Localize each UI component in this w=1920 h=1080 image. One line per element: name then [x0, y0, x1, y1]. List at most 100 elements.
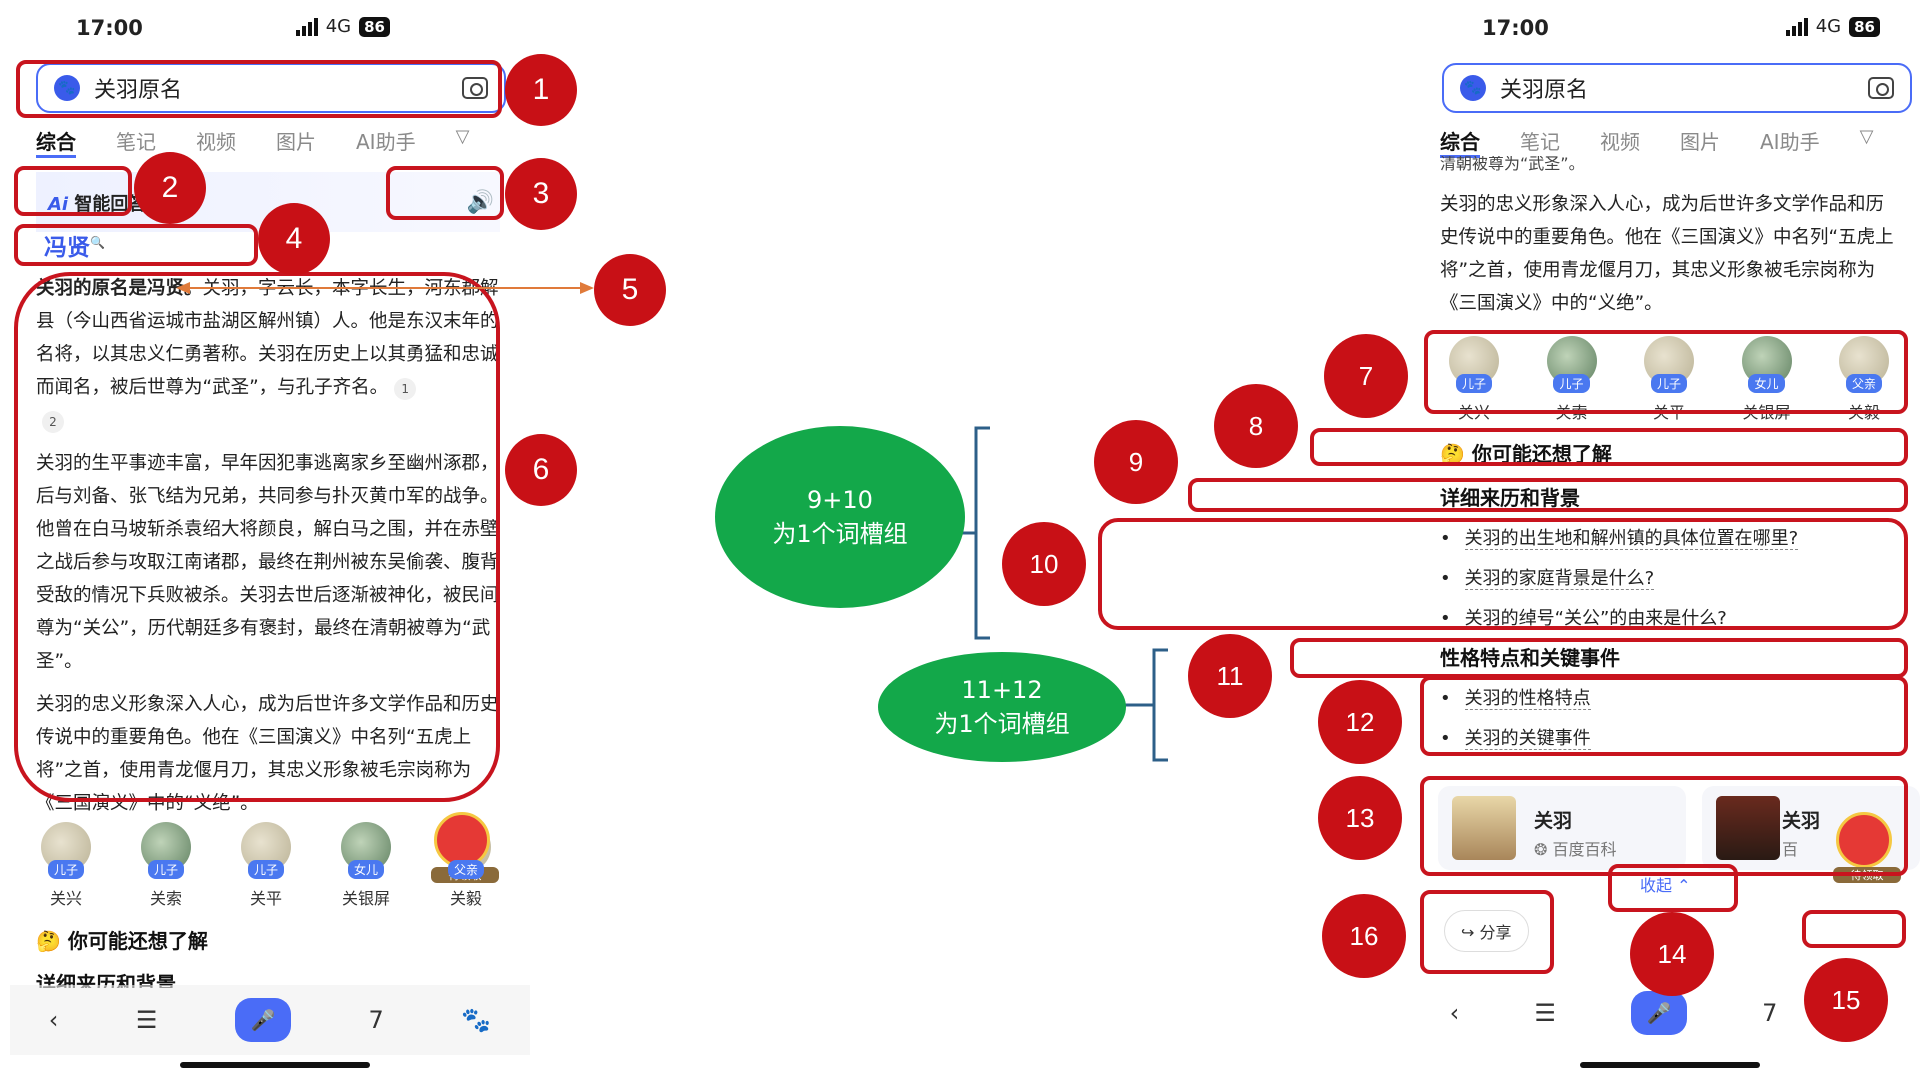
annotation-box-15 — [1802, 910, 1906, 948]
tab-notes[interactable]: 笔记 — [116, 130, 156, 154]
baidu-home-icon[interactable]: 🐾 — [461, 1006, 492, 1034]
home-indicator — [180, 1062, 370, 1068]
bottom-nav: ‹ ☰ 🎤 7 🐾 — [10, 985, 530, 1055]
baike-card[interactable]: 关羽 ❂ 百度百科 — [1438, 786, 1686, 870]
suggested-question[interactable]: 关羽的绰号“关公”的由来是什么? — [1440, 604, 1798, 630]
network-type: 4G — [1815, 16, 1842, 37]
annotation-number-4: 4 — [258, 203, 330, 275]
question-list-1: 关羽的出生地和解州镇的具体位置在哪里? 关羽的家庭背景是什么? 关羽的绰号“关公… — [1440, 524, 1799, 644]
answer-keyword[interactable]: 冯贤🔍 — [44, 235, 105, 261]
baidu-paw-icon: 🐾 — [1460, 75, 1486, 101]
annotation-number-13: 13 — [1318, 776, 1402, 860]
annotation-number-6: 6 — [505, 434, 577, 506]
annotation-box-12 — [1420, 676, 1908, 756]
annotation-box-1 — [16, 60, 502, 118]
annotation-number-1: 1 — [505, 54, 577, 126]
speaker-icon[interactable]: 🔊 — [466, 190, 494, 215]
search-small-icon: 🔍 — [90, 235, 105, 250]
tab-comprehensive[interactable]: 综合 — [1440, 126, 1480, 158]
filter-icon[interactable]: ▽ — [1859, 126, 1874, 147]
camera-icon[interactable] — [462, 77, 488, 99]
annotation-box-2 — [14, 166, 132, 216]
relative-item[interactable]: 女儿关银屏 — [326, 822, 406, 909]
citation-1[interactable]: 1 — [394, 378, 417, 400]
back-icon[interactable]: ‹ — [1449, 999, 1460, 1027]
guanyu-portrait-image — [1452, 796, 1516, 860]
tab-count-icon[interactable]: 7 — [1762, 999, 1778, 1027]
annotation-box-3 — [386, 166, 504, 220]
right-phone-screen: 17:00 4G 86 🐾 关羽原名 综合 笔记 视频 图片 AI助手 ▽ 清朝… — [1412, 0, 1920, 1080]
tab-images[interactable]: 图片 — [276, 130, 316, 154]
relative-item[interactable]: 儿子关兴 — [26, 822, 106, 909]
citation-2[interactable]: 2 — [42, 411, 64, 433]
relative-item[interactable]: 女儿关银屏 — [1727, 336, 1807, 423]
signal-icon — [295, 17, 318, 36]
suggested-question[interactable]: 关羽的家庭背景是什么? — [1440, 564, 1798, 590]
tab-notes[interactable]: 笔记 — [1520, 130, 1560, 154]
relatives-row: 儿子关兴 儿子关索 儿子关平 女儿关银屏 父亲关毅 — [1434, 336, 1904, 423]
suggested-question[interactable]: 关羽的关键事件 — [1440, 724, 1591, 750]
menu-icon[interactable]: ☰ — [1534, 999, 1556, 1027]
tab-video[interactable]: 视频 — [196, 130, 236, 154]
annotation-number-10: 10 — [1002, 522, 1086, 606]
collapse-button[interactable]: 收起 ⌃ — [1640, 876, 1691, 895]
annotation-number-11: 11 — [1188, 634, 1272, 718]
annotation-number-9: 9 — [1094, 420, 1178, 504]
voice-input-button[interactable]: 🎤 — [1630, 991, 1687, 1035]
ai-answer-text: 关羽的原名是冯贤。关羽，字云长，本字长生，河东郡解县（今山西省运城市盐湖区解州镇… — [36, 272, 506, 830]
section-title-history: 详细来历和背景 — [1440, 486, 1580, 510]
menu-icon[interactable]: ☰ — [135, 1006, 158, 1034]
annotation-number-7: 7 — [1324, 334, 1408, 418]
voice-input-button[interactable]: 🎤 — [234, 998, 291, 1042]
annotation-number-3: 3 — [505, 158, 577, 230]
answer-paragraph-1: 关羽，字云长，本字长生，河东郡解县（今山西省运城市盐湖区解州镇）人。他是东汉末年… — [36, 278, 499, 398]
share-button[interactable]: ↪ 分享 — [1444, 910, 1529, 952]
section-title-traits: 性格特点和关键事件 — [1440, 646, 1620, 670]
relative-item[interactable]: 儿子关索 — [126, 822, 206, 909]
question-list-2: 关羽的性格特点 关羽的关键事件 — [1440, 684, 1591, 764]
annotation-number-14: 14 — [1630, 912, 1714, 996]
annotation-box-9 — [1188, 478, 1908, 512]
relative-item[interactable]: 儿子关平 — [226, 822, 306, 909]
answer-cut-line: 清朝被尊为“武圣”。 — [1440, 156, 1585, 172]
back-icon[interactable]: ‹ — [48, 1006, 59, 1034]
relative-item[interactable]: 儿子关兴 — [1434, 336, 1514, 423]
search-tabs: 综合 笔记 视频 图片 AI助手 ▽ — [36, 126, 510, 166]
relative-item[interactable]: 儿子关索 — [1532, 336, 1612, 423]
relative-item[interactable]: 儿子关平 — [1629, 336, 1709, 423]
guanyu-still-image — [1716, 796, 1780, 860]
annotation-number-5: 5 — [594, 254, 666, 326]
status-bar: 17:00 4G 86 — [1412, 12, 1920, 48]
tab-images[interactable]: 图片 — [1680, 130, 1720, 154]
tab-comprehensive[interactable]: 综合 — [36, 126, 76, 158]
answer-paragraph-2: 关羽的生平事迹丰富，早年因犯事逃离家乡至幽州涿郡，后与刘备、张飞结为兄弟，共同参… — [36, 453, 499, 672]
suggested-question[interactable]: 关羽的性格特点 — [1440, 684, 1591, 710]
tab-video[interactable]: 视频 — [1600, 130, 1640, 154]
filter-icon[interactable]: ▽ — [455, 126, 470, 147]
annotation-number-2: 2 — [134, 152, 206, 224]
camera-icon[interactable] — [1868, 77, 1894, 99]
baike-icon: ❂ — [1534, 840, 1553, 859]
annotation-box-4 — [14, 224, 258, 266]
relative-item[interactable]: 父亲关毅 — [1824, 336, 1904, 423]
tab-ai-assistant[interactable]: AI助手 — [356, 130, 416, 154]
annotation-number-8: 8 — [1214, 384, 1298, 468]
battery-level: 86 — [1849, 16, 1880, 37]
search-query-text: 关羽原名 — [1500, 78, 1589, 103]
signal-icon — [1785, 17, 1808, 36]
search-input[interactable]: 🐾 关羽原名 — [1442, 63, 1912, 113]
tab-ai-assistant[interactable]: AI助手 — [1760, 130, 1820, 154]
annotation-box-10 — [1098, 518, 1908, 630]
annotation-box-13 — [1420, 776, 1908, 876]
status-time: 17:00 — [76, 16, 143, 40]
bottom-nav: ‹ ☰ 🎤 7 🐾 — [1412, 978, 1920, 1048]
tab-count-icon[interactable]: 7 — [368, 1006, 384, 1034]
annotation-box-11 — [1290, 638, 1908, 678]
suggested-question[interactable]: 关羽的出生地和解州镇的具体位置在哪里? — [1440, 524, 1799, 550]
annotation-number-15: 15 — [1804, 958, 1888, 1042]
home-indicator — [1580, 1062, 1760, 1068]
